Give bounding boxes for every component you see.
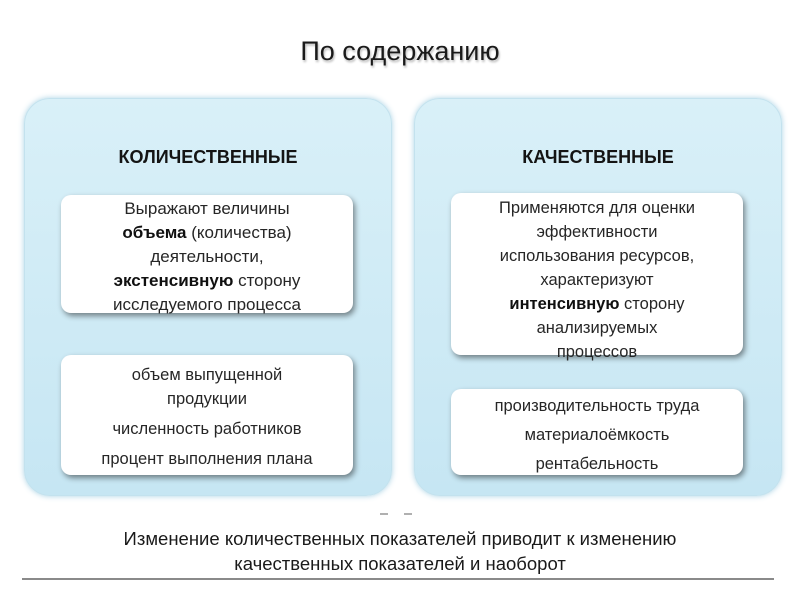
quantitative-definition-card: Выражают величины объема (количества) де… (61, 195, 353, 314)
bold-term: экстенсивную (113, 271, 234, 290)
definition-line: использования ресурсов, (499, 247, 695, 265)
decorative-dash (404, 513, 412, 515)
bold-term: интенсивную (509, 295, 620, 313)
example-item: объем выпущенной (131, 366, 283, 384)
definition-line: деятельности, (150, 247, 264, 266)
decorative-dash (380, 513, 388, 515)
bold-term: объема (122, 223, 187, 242)
footer-note: Изменение количественных показателей при… (0, 526, 800, 576)
definition-line: объема (количества) (61, 221, 353, 245)
definition-text: сторону (619, 295, 685, 313)
example-item: процент выполнения плана (101, 450, 313, 468)
qualitative-examples-card: производительность труда материалоёмкост… (451, 389, 743, 475)
definition-line: процессов (556, 343, 638, 361)
definition-text: (количества) (186, 223, 292, 242)
example-item: материалоёмкость (524, 426, 670, 444)
qualitative-panel: КАЧЕСТВЕННЫЕ Применяются для оценки эффе… (414, 98, 782, 496)
footer-line: качественных показателей и наоборот (234, 553, 566, 574)
definition-line: Выражают величины (124, 199, 290, 218)
definition-line: экстенсивную сторону (61, 269, 353, 293)
definition-line: интенсивную сторону (451, 292, 743, 316)
example-item: продукции (167, 390, 247, 408)
qualitative-definition-card: Применяются для оценки эффективности исп… (451, 193, 743, 361)
quantitative-heading: КОЛИЧЕСТВЕННЫЕ (118, 147, 298, 167)
qualitative-heading: КАЧЕСТВЕННЫЕ (522, 147, 674, 167)
example-item: численность работников (112, 420, 302, 438)
example-item: производительность труда (494, 397, 700, 415)
definition-line: характеризуют (540, 271, 654, 289)
divider (22, 578, 774, 580)
definition-line: Применяются для оценки (499, 199, 695, 217)
quantitative-examples-card: объем выпущенной продукции численность р… (61, 355, 353, 475)
definition-line: эффективности (536, 223, 658, 241)
footer-line: Изменение количественных показателей при… (123, 528, 677, 549)
definition-line: анализируемых (536, 319, 658, 337)
definition-line: исследуемого процесса (113, 295, 301, 314)
definition-text: сторону (233, 271, 301, 290)
quantitative-panel: КОЛИЧЕСТВЕННЫЕ Выражают величины объема … (24, 98, 392, 496)
example-item: рентабельность (535, 455, 659, 473)
slide-title: По содержанию (300, 36, 500, 66)
